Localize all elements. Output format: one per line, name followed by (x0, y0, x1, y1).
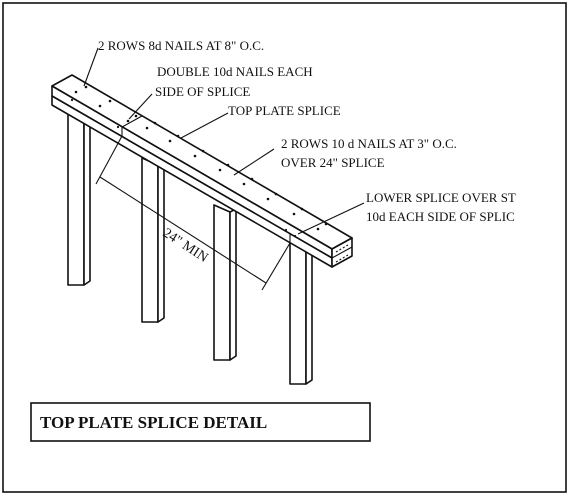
note-top-plate-splice: TOP PLATE SPLICE (228, 103, 341, 118)
note-rows-8d-nails: 2 ROWS 8d NAILS AT 8" O.C. (98, 38, 264, 53)
leader-lines (83, 47, 365, 235)
stud-2 (141, 157, 165, 323)
outer-frame (2, 2, 567, 493)
nail-pattern (70, 85, 328, 238)
stud-1 (67, 104, 91, 286)
stud-3 (213, 204, 237, 361)
double-top-plate (51, 74, 353, 268)
note-lower-splice-line2: 10d EACH SIDE OF SPLIC (366, 209, 515, 224)
note-double-10d-line1: DOUBLE 10d NAILS EACH (157, 64, 313, 79)
note-rows-10d-line2: OVER 24" SPLICE (281, 155, 385, 170)
note-rows-10d-line1: 2 ROWS 10 d NAILS AT 3" O.C. (281, 136, 457, 151)
top-plate-splice-line (121, 115, 143, 128)
title-box (30, 402, 371, 442)
detail-title: TOP PLATE SPLICE DETAIL (40, 413, 267, 432)
stud-4 (289, 237, 313, 385)
note-double-10d-line2: SIDE OF SPLICE (155, 84, 250, 99)
note-lower-splice-line1: LOWER SPLICE OVER ST (366, 190, 516, 205)
splice-length-dimension (95, 135, 291, 291)
